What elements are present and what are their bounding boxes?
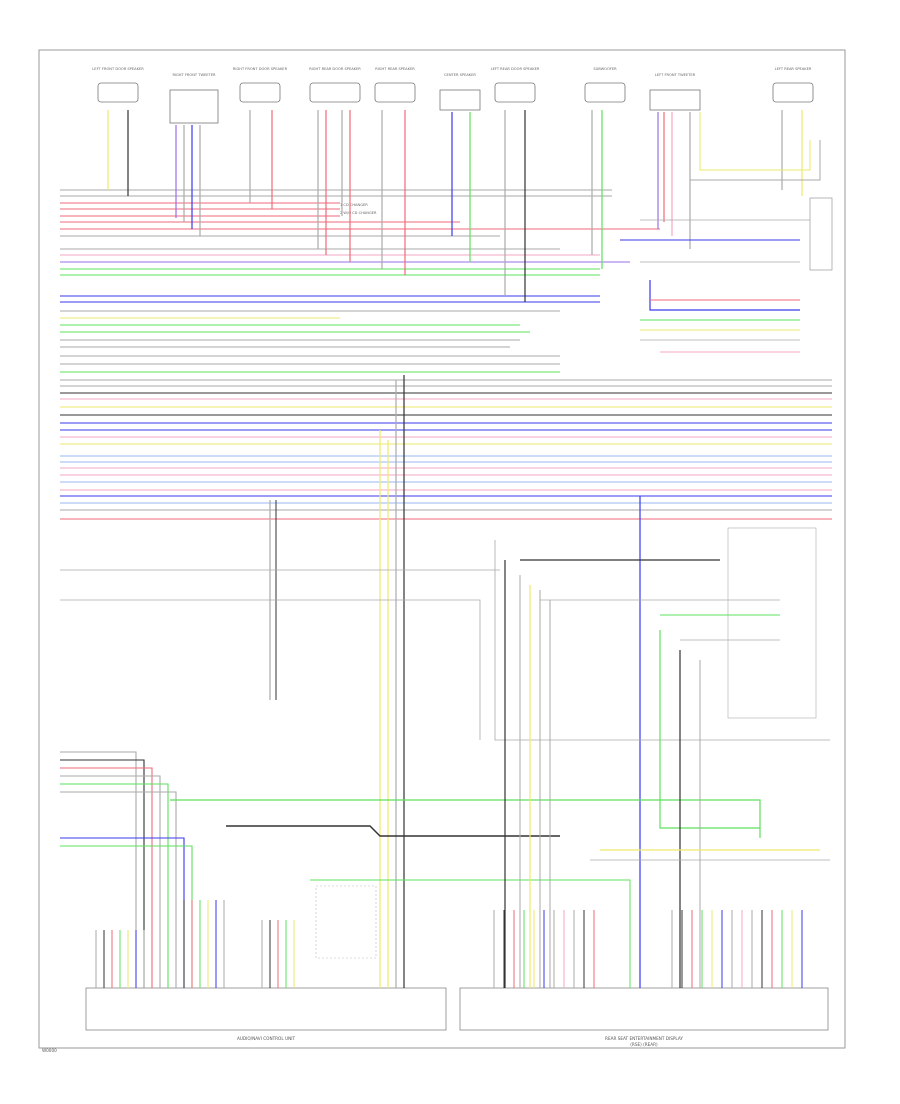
rear-display-sublabel: (RSE) (REAR) [630,1042,658,1047]
right-front-door-speaker-box [239,82,281,103]
rlb-12 [60,599,481,740]
right-module-box-1 [809,197,833,271]
legend-note-1: 1 CD CHANGER [340,203,368,207]
left-lower-7 [60,845,193,988]
legend-note-2: 2 W/O CD CHANGER [340,211,377,215]
top-label-8: LEFT FRONT TWEETER [655,73,696,77]
rlb-7 [659,630,760,829]
left-lower-6 [60,837,185,988]
lower-loop-1 [170,799,761,838]
top-label-0: LEFT FRONT DOOR SPEAKER [92,67,144,71]
top-components [97,82,814,124]
audio-unit-label: AUDIO/NAVI CONTROL UNIT [237,1036,295,1041]
right-front-tweeter-box [169,89,219,124]
top-label-7: SUBWOOFER [593,67,617,71]
top-label-2: RIGHT FRONT DOOR SPEAKER [233,67,288,71]
top-label-9: LEFT REAR SPEAKER [775,67,812,71]
left-lower-1 [60,759,145,988]
wire-group [60,110,832,988]
left-rear-speaker-box [772,82,814,103]
top-label-3: RIGHT REAR DOOR SPEAKER [309,67,361,71]
left-lower-3 [60,775,161,988]
top-label-6: LEFT REAR DOOR SPEAKER [491,67,540,71]
left-lower-5 [60,791,177,988]
left-lower-2 [60,767,153,988]
right-module-box-2 [727,527,817,719]
footer-code: W0000 [42,1048,57,1053]
subwoofer-box [584,82,626,103]
left-front-tweeter-box [649,89,701,111]
rlb-1 [494,540,830,741]
left-lower-0 [60,751,137,988]
left-lower-4 [60,783,169,988]
center-speaker-box [439,89,481,111]
top-label-4: RIGHT REAR SPEAKER [375,67,415,71]
left-front-door-speaker-box [97,82,139,103]
left-rear-door-speaker-box [494,82,536,103]
right-rear-speaker-box [374,82,416,103]
rear-display-block [459,987,829,1031]
rear-display-label: REAR SEAT ENTERTAINMENT DISPLAY [605,1036,683,1041]
top-label-1: RIGHT FRONT TWEETER [172,73,216,77]
right-route-6 [649,280,800,311]
lower-loop-2 [226,825,560,837]
center-sub-component [315,885,377,959]
right-rear-door-speaker-box [309,82,361,103]
lower-loop-3 [310,879,631,988]
connector-drop-group [95,900,803,988]
right-route-2 [699,112,811,171]
diagram-frame [38,49,846,1049]
right-route-1 [689,112,821,181]
audio-unit-block [85,987,447,1031]
top-label-5: CENTER SPEAKER [444,73,476,77]
